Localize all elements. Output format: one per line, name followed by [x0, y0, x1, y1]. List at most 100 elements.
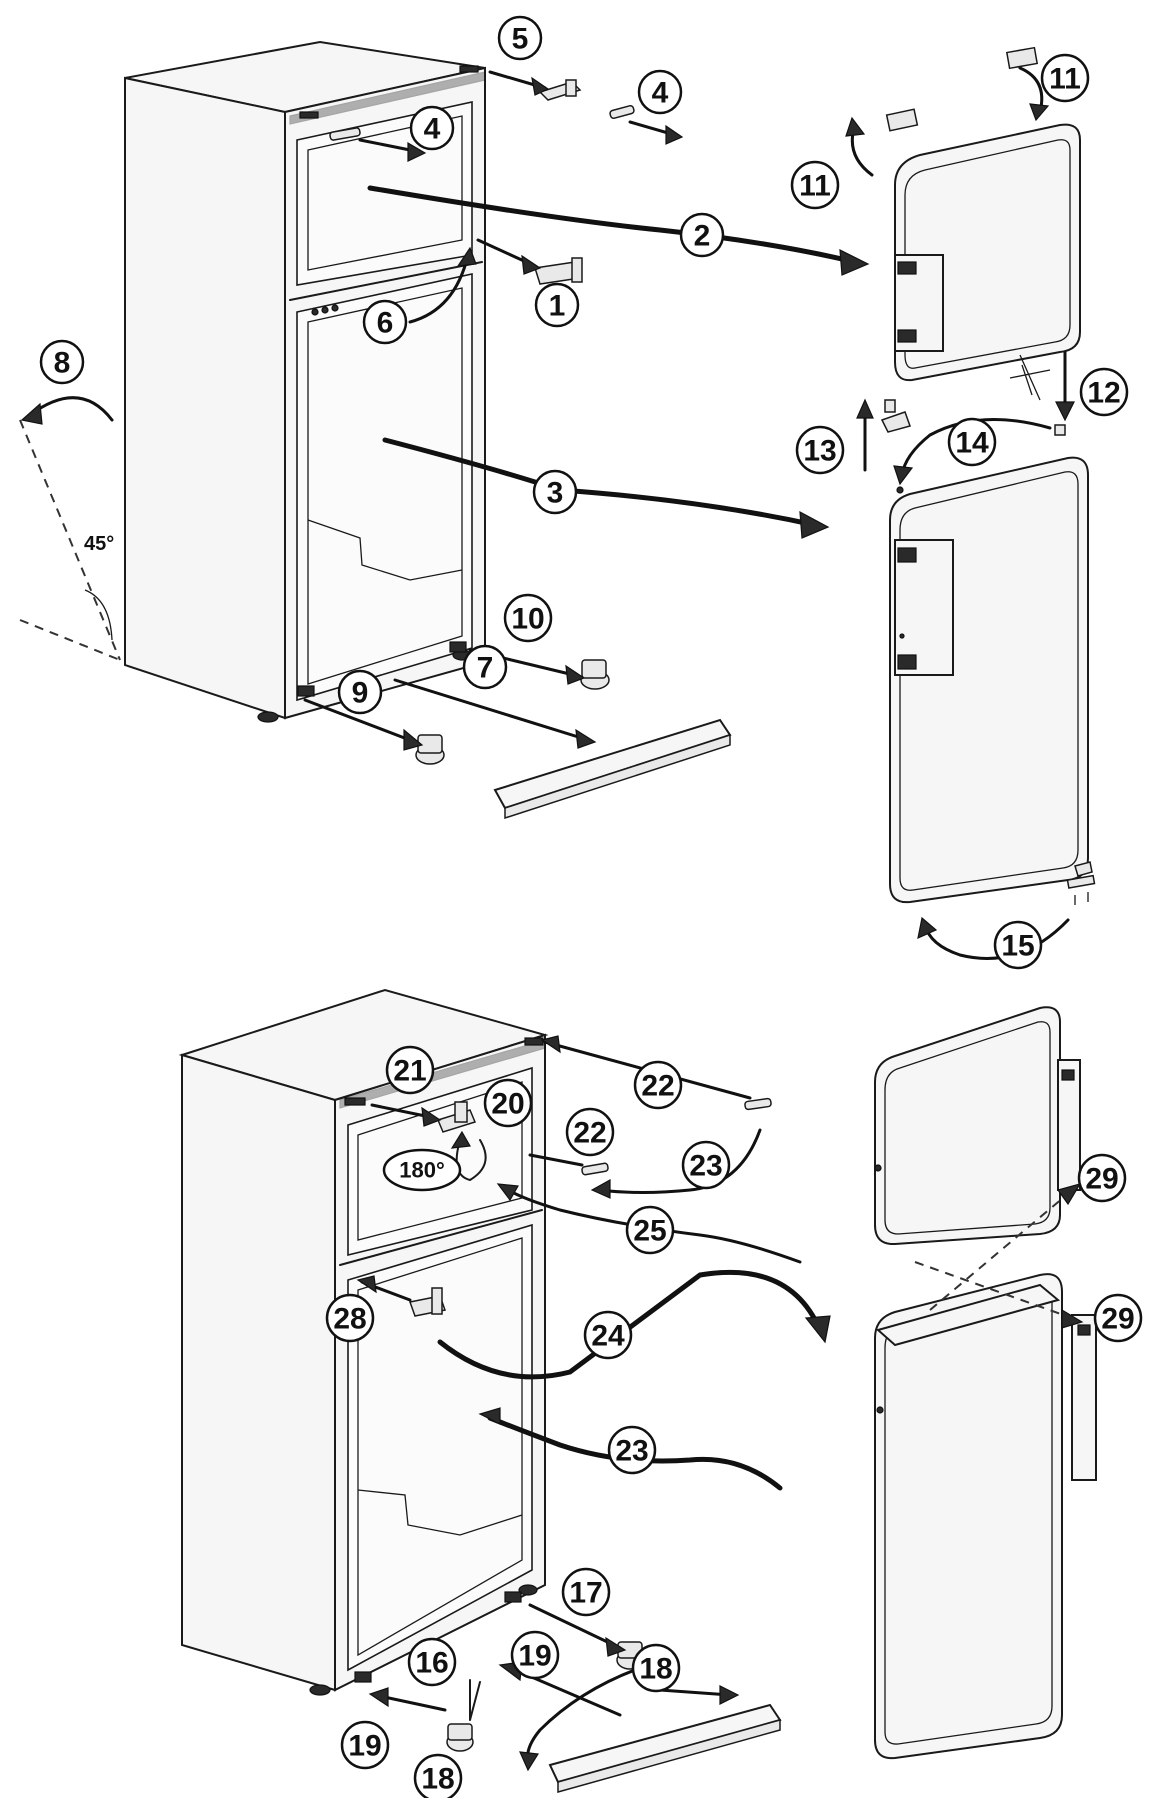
callout-circle: [407, 1637, 457, 1687]
callout-circle: [483, 1078, 533, 1128]
callout-4: 4: [637, 69, 683, 115]
callout-19: 19: [510, 1630, 560, 1680]
callout-number: 2: [694, 220, 711, 253]
callout-21: 21: [385, 1045, 435, 1095]
callout-28: 28: [325, 1293, 375, 1343]
callout-number: 29: [1101, 1303, 1134, 1336]
callout-circle: [534, 282, 580, 328]
callout-number: 24: [591, 1320, 625, 1353]
callout-23: 23: [607, 1425, 657, 1475]
callout-12: 12: [1079, 367, 1129, 417]
callout-circle: [409, 105, 455, 151]
callout-number: 29: [1085, 1163, 1118, 1196]
callout-22: 22: [633, 1060, 683, 1110]
tilt-guide: 45°: [19, 396, 121, 661]
callout-number: 5: [512, 23, 529, 56]
callout-number: 10: [511, 603, 544, 636]
rotate-180-label: 180°: [382, 1148, 462, 1192]
callout-number: 6: [377, 307, 394, 340]
callout-circle: [39, 339, 85, 385]
fridge-cabinet-bottom: [178, 988, 549, 1696]
kick-plate-top: [493, 718, 732, 820]
callout-circle: [625, 1205, 675, 1255]
callout-5: 5: [497, 15, 543, 61]
callout-13: 13: [795, 425, 845, 475]
callout-11: 11: [790, 160, 840, 210]
callout-circle: [1093, 1293, 1143, 1343]
handle-swap-lines: [914, 1183, 1084, 1329]
callout-number: 18: [639, 1653, 672, 1686]
callout-number: 22: [641, 1070, 674, 1103]
callout-number: 17: [569, 1577, 602, 1610]
fridge-door-before: [889, 456, 1096, 960]
callout-16: 16: [407, 1637, 457, 1687]
callout-29: 29: [1077, 1153, 1127, 1203]
callout-22: 22: [565, 1107, 615, 1157]
callout-4: 4: [409, 105, 455, 151]
callout-1: 1: [534, 282, 580, 328]
callout-circle: [413, 1753, 463, 1798]
callout-6: 6: [362, 299, 408, 345]
callout-circle: [993, 920, 1043, 970]
callout-number: 18: [421, 1763, 454, 1796]
callout-number: 4: [424, 113, 441, 146]
callout-2: 2: [679, 212, 725, 258]
callout-18: 18: [413, 1753, 463, 1798]
callout-number: 11: [799, 170, 831, 203]
callout-circle: [565, 1107, 615, 1157]
callout-circle: [362, 299, 408, 345]
callout-number: 11: [1049, 63, 1081, 96]
callout-number: 7: [477, 652, 494, 685]
callout-circle: [385, 1045, 435, 1095]
tilt-angle-label: 45°: [84, 533, 114, 555]
callout-number: 16: [415, 1647, 448, 1680]
callout-circle: [681, 1140, 731, 1190]
callout-circle: [637, 69, 683, 115]
callout-circle: [337, 669, 383, 715]
freezer-door-before: [845, 46, 1081, 382]
callout-14: 14: [947, 417, 997, 467]
callout-circle: [1077, 1153, 1127, 1203]
callout-number: 14: [955, 427, 989, 460]
callout-circle: [340, 1720, 390, 1770]
callout-number: 15: [1001, 930, 1034, 963]
callout-number: 22: [573, 1117, 606, 1150]
callout-circle: [532, 469, 578, 515]
callout-circle: [790, 160, 840, 210]
callout-circle: [631, 1643, 681, 1693]
callout-number: 23: [689, 1150, 722, 1183]
callout-18: 18: [631, 1643, 681, 1693]
callout-29: 29: [1093, 1293, 1143, 1343]
callout-number: 12: [1087, 377, 1120, 410]
callout-24: 24: [583, 1310, 633, 1360]
callout-number: 28: [333, 1303, 366, 1336]
kick-plate-bottom: [548, 1703, 782, 1793]
callout-number: 3: [547, 477, 564, 510]
callout-23: 23: [681, 1140, 731, 1190]
middle-hinge-part: [408, 238, 583, 324]
callout-20: 20: [483, 1078, 533, 1128]
callout-3: 3: [532, 469, 578, 515]
callout-number: 1: [549, 290, 566, 323]
callout-8: 8: [39, 339, 85, 385]
arrow-2: [367, 185, 858, 265]
callout-circle: [462, 644, 508, 690]
callout-circle: [510, 1630, 560, 1680]
top-hinge-parts: [358, 70, 684, 162]
freezer-door-after: [874, 1006, 1081, 1246]
callout-circle: [947, 417, 997, 467]
callout-circle: [503, 593, 553, 643]
callout-circle: [561, 1567, 611, 1617]
door-swap-small-parts: [856, 350, 1075, 494]
callout-17: 17: [561, 1567, 611, 1617]
rotate-180-text: 180°: [399, 1158, 445, 1183]
callout-number: 21: [393, 1055, 426, 1088]
callout-circle: [1040, 53, 1090, 103]
relocated-middle-hinge: [356, 1269, 831, 1380]
callout-number: 13: [803, 435, 836, 468]
callout-circle: [679, 212, 725, 258]
callout-number: 8: [54, 347, 71, 380]
